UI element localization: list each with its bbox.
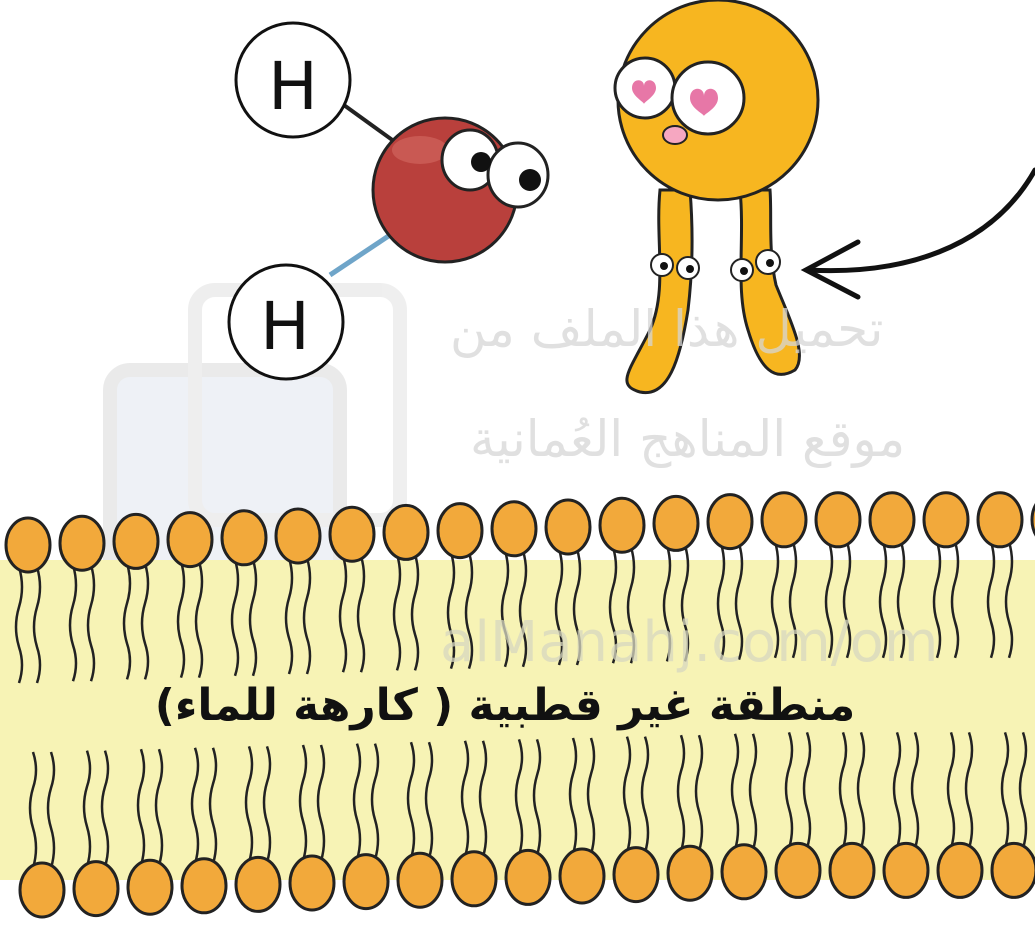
phospholipid-head-upper [870, 493, 914, 547]
phospholipid-head-upper [168, 513, 212, 567]
phospholipid-head-upper [762, 493, 806, 547]
phospholipid-head-upper [978, 493, 1022, 547]
phospholipid-head-lower [128, 860, 172, 914]
phospholipid-head-lower [776, 843, 820, 897]
phospholipid-head-lower [344, 855, 388, 909]
phospholipid-head-lower [884, 843, 928, 897]
hydrogen-label-top: H [253, 54, 333, 120]
phospholipid-head-lower [992, 843, 1035, 897]
phospholipid-head-lower [290, 856, 334, 910]
phospholipid-head-lower [614, 848, 658, 902]
watermark-line-1: تحميل هذا الملف من [450, 300, 883, 358]
phospholipid-head-lower [668, 846, 712, 900]
nonpolar-region-label: منطقة غير قطبية ( كارهة للماء) [100, 680, 910, 731]
phospholipid-head-lower [452, 852, 496, 906]
phospholipid-head-lower [74, 862, 118, 916]
phospholipid-head-upper [924, 493, 968, 547]
phospholipid-head-lower [506, 850, 550, 904]
phospholipid-head-upper [438, 504, 482, 558]
character-mouth [663, 126, 687, 144]
phospholipid-head-lower [398, 853, 442, 907]
phospholipid-head-lower [20, 863, 64, 917]
phospholipid-head-upper [384, 505, 428, 559]
phospholipid-head-upper [6, 518, 50, 572]
phospholipid-head-upper [330, 507, 374, 561]
watermark-line-3: alManahj.com/om [440, 610, 938, 675]
phospholipid-head-lower [830, 843, 874, 897]
phospholipid-head-lower [560, 849, 604, 903]
phospholipid-head-lower [938, 843, 982, 897]
phospholipid-head-upper [492, 502, 536, 556]
phospholipid-head-upper [708, 495, 752, 549]
phospholipid-head-lower [182, 859, 226, 913]
phospholipid-head-upper [276, 509, 320, 563]
phospholipid-head-lower [722, 845, 766, 899]
phospholipid-head-lower [236, 857, 280, 911]
phospholipid-head-upper [222, 511, 266, 565]
phospholipid-head-upper [600, 498, 644, 552]
phospholipid-head-upper [546, 500, 590, 554]
hydrogen-label-bottom: H [245, 294, 325, 360]
watermark-line-2: موقع المناهج العُمانية [470, 410, 905, 468]
oxygen-highlight [392, 136, 448, 164]
phospholipid-head-upper [60, 516, 104, 570]
phospholipid-head-upper [654, 496, 698, 550]
phospholipid-head-upper [816, 493, 860, 547]
phospholipid-head-upper [114, 514, 158, 568]
character-tail-left [627, 190, 692, 393]
pointer-arrow [806, 170, 1035, 297]
